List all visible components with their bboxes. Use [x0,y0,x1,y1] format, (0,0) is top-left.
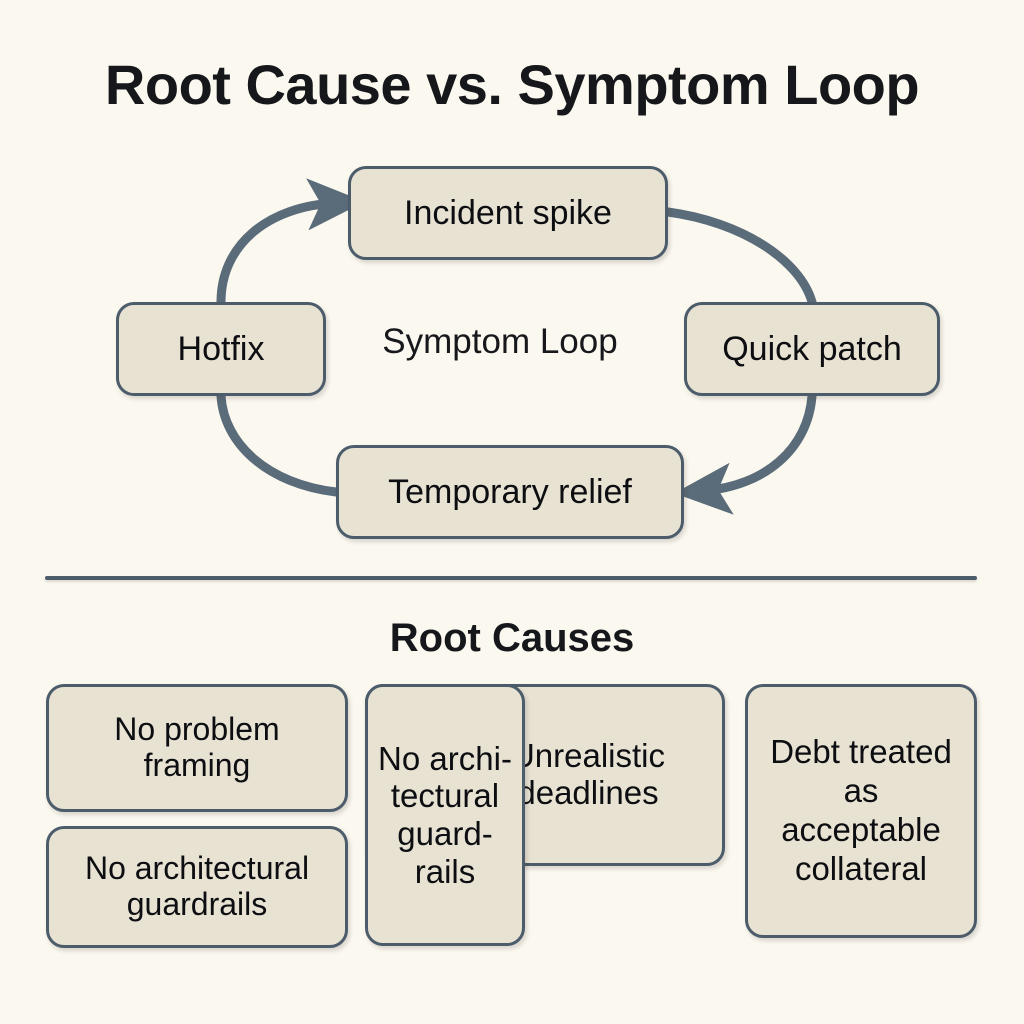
root-cause-unrealistic-deadlines-label: Unrealistic deadlines [510,737,666,811]
loop-node-temporary-relief-label: Temporary relief [388,472,632,511]
arrow-quick-patch-to-temporary-relief [674,391,817,515]
page-title: Root Cause vs. Symptom Loop [104,53,920,116]
arc-temporary-relief-to-hotfix [216,391,341,497]
root-causes-heading: Root Causes [389,616,635,660]
root-cause-no-architectural-guardrails-overlap[interactable]: No archi­tectural guard­rails [365,684,525,946]
root-cause-no-architectural-guardrails[interactable]: No architectural guardrails [46,826,348,948]
loop-node-hotfix[interactable]: Hotfix [116,302,326,396]
loop-node-incident-spike[interactable]: Incident spike [348,166,668,260]
root-cause-no-architectural-guardrails-label: No architectural guardrails [84,850,310,922]
root-cause-debt-treated-as-acceptable-collateral-label: Debt treated as acceptable collateral [770,733,952,887]
root-cause-debt-treated-as-acceptable-collateral[interactable]: Debt treated as acceptable collateral [745,684,977,938]
root-cause-no-problem-framing[interactable]: No problem framing [46,684,348,812]
loop-node-quick-patch[interactable]: Quick patch [684,302,940,396]
loop-node-quick-patch-label: Quick patch [722,329,902,368]
arrow-hotfix-to-incident-spike [216,178,365,307]
symptom-loop-center-label: Symptom Loop [382,322,618,361]
loop-node-temporary-relief[interactable]: Temporary relief [336,445,684,539]
loop-node-incident-spike-label: Incident spike [404,193,612,232]
section-divider [45,576,977,580]
loop-node-hotfix-label: Hotfix [177,329,265,368]
root-cause-no-problem-framing-label: No problem framing [114,711,280,783]
root-cause-no-architectural-guardrails-overlap-label: No archi­tectural guard­rails [378,739,512,890]
arc-incident-spike-to-quick-patch [663,207,817,307]
